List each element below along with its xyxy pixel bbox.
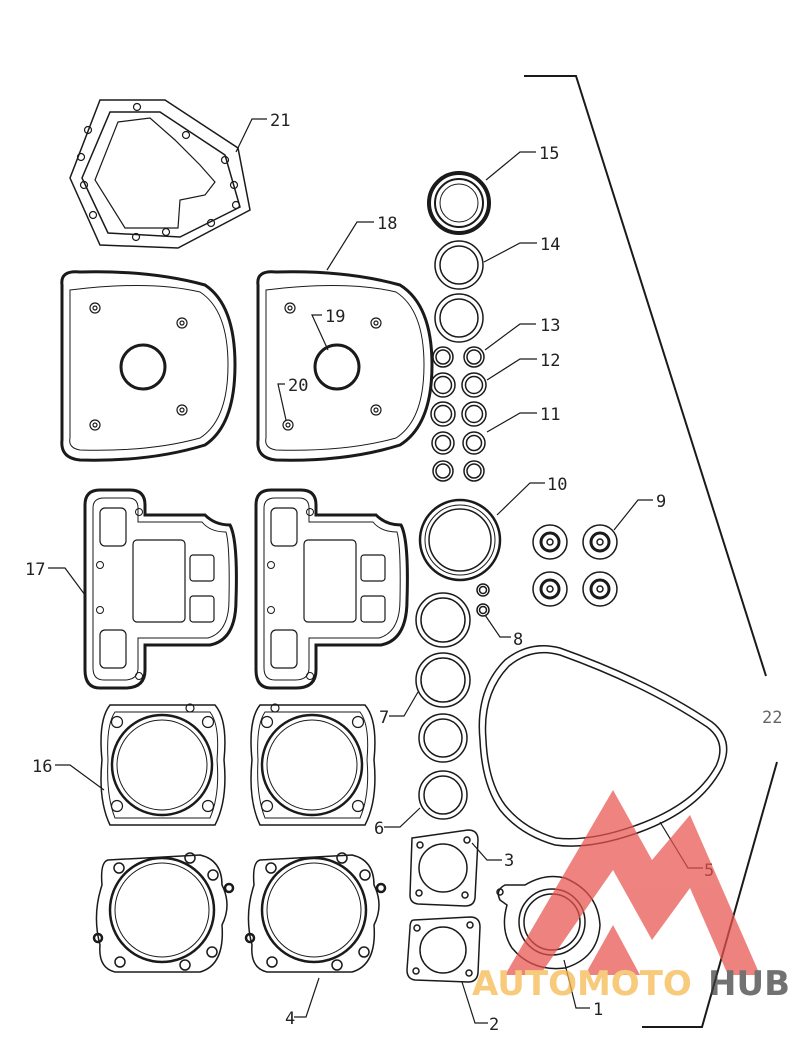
kit-bracket [524, 75, 778, 1028]
callout-10: 10 [547, 475, 567, 495]
exhaust-gasket-3 [409, 829, 479, 907]
callout-14: 14 [540, 235, 560, 255]
callout-6: 6 [374, 819, 384, 839]
callout-19: 19 [325, 307, 345, 327]
cover-gasket-21 [69, 99, 251, 249]
callout-7: 7 [379, 708, 389, 728]
watermark-text-automoto: AUTOMOTO [472, 964, 692, 1004]
callout-20: 20 [288, 376, 308, 396]
callout-18: 18 [377, 214, 397, 234]
callout-2: 2 [489, 1015, 499, 1035]
callout-3: 3 [504, 851, 514, 871]
callouts: 1 2 3 4 5 6 7 8 9 10 11 12 13 14 15 16 1… [25, 111, 782, 1035]
callout-12: 12 [540, 351, 560, 371]
leader-lines [48, 118, 703, 1024]
o-rings-6-7 [415, 592, 471, 820]
callout-22: 22 [762, 708, 782, 728]
watermark-logo: AUTOMOTO HUB [472, 790, 790, 1004]
head-gasket-16-right [250, 703, 376, 826]
seal-15 [427, 171, 491, 235]
o-ring-14 [434, 240, 484, 290]
callout-11: 11 [540, 405, 560, 425]
base-gasket-4-right [244, 852, 387, 973]
callout-4: 4 [285, 1009, 295, 1029]
callout-9: 9 [656, 492, 666, 512]
primary-o-ring-5 [478, 645, 728, 847]
o-rings-8 [476, 583, 490, 617]
small-o-rings-11-13 [430, 346, 487, 482]
cam-gasket-18-right [256, 270, 434, 462]
callout-13: 13 [540, 316, 560, 336]
callout-17: 17 [25, 560, 45, 580]
callout-1: 1 [593, 1000, 603, 1020]
rocker-gasket-17-right [254, 488, 409, 690]
callout-21: 21 [270, 111, 290, 131]
o-ring-14b [434, 293, 484, 343]
valve-seals-9 [532, 524, 618, 607]
head-gasket-16-left [100, 703, 226, 826]
o-ring-10 [418, 498, 502, 582]
rocker-gasket-17-left [83, 488, 238, 690]
base-gasket-4-left [92, 852, 235, 973]
watermark-text-hub: HUB [708, 964, 790, 1004]
callout-16: 16 [32, 757, 52, 777]
callout-15: 15 [539, 144, 559, 164]
cam-gasket-18-left [60, 270, 237, 462]
exhaust-gasket-2 [406, 916, 481, 983]
callout-8: 8 [513, 630, 523, 650]
